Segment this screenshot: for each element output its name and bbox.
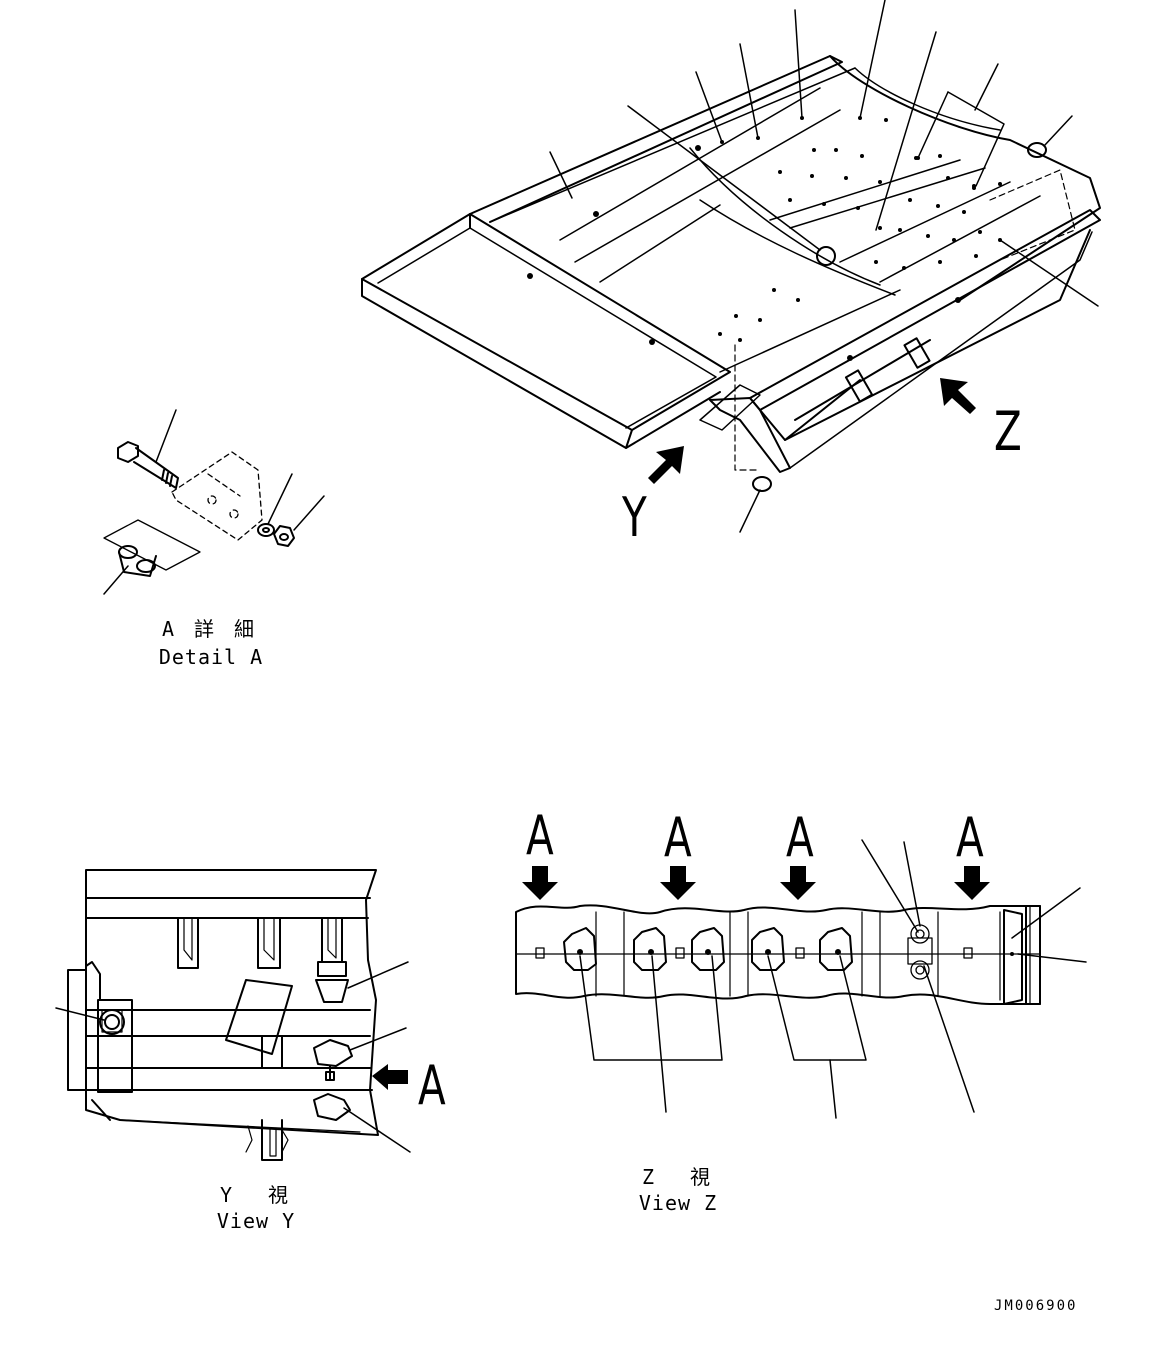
spacer: [118, 545, 157, 577]
detail-a-view: [103, 409, 325, 595]
bolt-holes: [527, 116, 1002, 361]
rear-rail: [469, 55, 843, 223]
view-y-arrow: [648, 446, 684, 484]
view-y-frame: [85, 869, 379, 1136]
view-z-arrow: [940, 378, 976, 414]
detail-a-caption-jp: A 詳 細: [161, 617, 259, 641]
view-z-caption-en: View Z: [638, 1191, 718, 1215]
leader-lines-detail-a: [103, 409, 325, 595]
view-y-detail-callout: A: [418, 1054, 446, 1117]
back-plate: [829, 55, 1101, 301]
view-y: [55, 869, 411, 1161]
leader-lines-view-z: [579, 839, 1087, 1119]
view-z-detail-arrows: [522, 866, 990, 900]
bracket-dashed: [171, 451, 263, 541]
view-y-detail-arrow: [372, 1064, 408, 1090]
main-assembly-view: [361, 0, 1101, 533]
view-z-detail-callout-3: A: [786, 806, 814, 869]
view-z-callout: Z: [994, 400, 1022, 463]
washer: [257, 523, 275, 537]
right-side-rail: [749, 209, 1101, 411]
leader-lines-main: [549, 0, 1099, 533]
view-z: [515, 839, 1087, 1119]
view-y-caption-jp: Y 視: [219, 1183, 293, 1207]
view-z-detail-callout-2: A: [664, 806, 692, 869]
leader-lines-view-y: [55, 961, 411, 1153]
left-frame-top: [361, 213, 731, 431]
view-y-caption-en: View Y: [216, 1209, 296, 1233]
view-z-caption-jp: Z 視: [641, 1165, 715, 1189]
view-y-callout: Y: [622, 486, 647, 549]
nut: [273, 525, 295, 547]
left-frame-edge: [361, 278, 633, 449]
detail-a-caption-en: Detail A: [158, 645, 264, 669]
drawing-code: JM006900: [994, 1298, 1078, 1314]
view-z-detail-callout-1: A: [526, 804, 554, 867]
bolt: [117, 441, 179, 489]
left-frame-inner: [377, 227, 717, 429]
view-z-detail-callout-4: A: [956, 806, 984, 869]
